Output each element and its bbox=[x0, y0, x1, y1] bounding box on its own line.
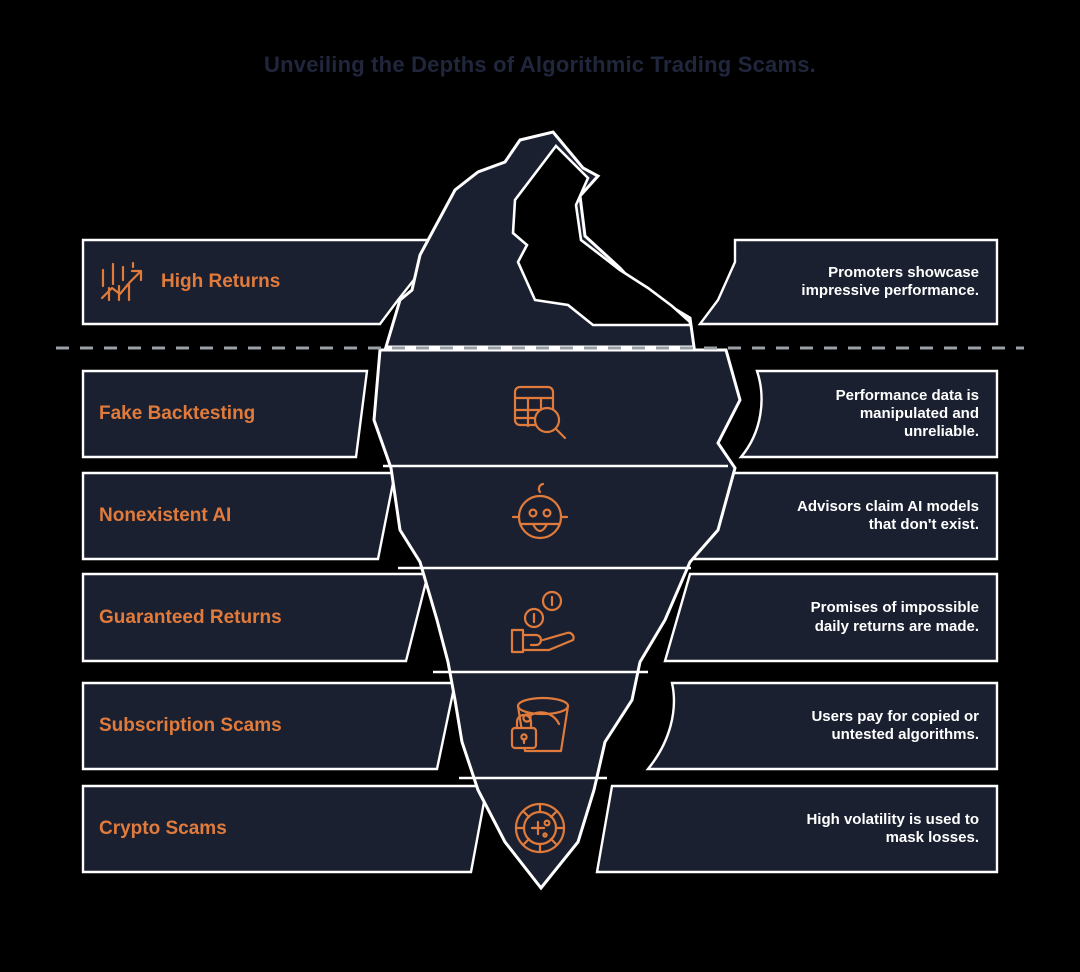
left-panel-shape-4 bbox=[81, 572, 430, 663]
label-text: Nonexistent AI bbox=[99, 505, 232, 527]
left-panel-shape-5 bbox=[81, 681, 457, 771]
left-panel-shape-3 bbox=[81, 471, 397, 561]
description-panel-6[interactable]: High volatility is used to mask losses. bbox=[785, 786, 997, 872]
description-panel-1[interactable]: Promoters showcase impressive performanc… bbox=[795, 240, 997, 324]
label-panel-6[interactable]: Crypto Scams bbox=[83, 786, 383, 872]
description-panel-4[interactable]: Promises of impossible daily returns are… bbox=[775, 574, 997, 661]
left-panel-shape-6 bbox=[81, 784, 489, 874]
right-panel-shape-4 bbox=[663, 572, 999, 663]
description-text: High volatility is used to mask losses. bbox=[806, 810, 979, 846]
label-text: Subscription Scams bbox=[99, 715, 282, 737]
label-panel-5[interactable]: Subscription Scams bbox=[83, 683, 298, 769]
description-text: Promises of impossible daily returns are… bbox=[810, 599, 979, 635]
description-text: Advisors claim AI models that don't exis… bbox=[796, 497, 979, 533]
locked-bucket-icon bbox=[510, 696, 570, 753]
label-panel-2[interactable]: Fake Backtesting bbox=[83, 371, 363, 457]
description-text: Promoters showcase impressive performanc… bbox=[801, 263, 979, 299]
hand-coins-icon bbox=[510, 590, 575, 654]
left-panel-shape-2 bbox=[81, 369, 369, 459]
right-panel-shape-6 bbox=[595, 784, 999, 874]
robot-head-icon bbox=[511, 482, 569, 540]
label-panel-4[interactable]: Guaranteed Returns bbox=[83, 574, 298, 661]
label-panel-3[interactable]: Nonexistent AI bbox=[83, 473, 383, 559]
iceberg-body-shape bbox=[372, 348, 742, 891]
page-title: Unveiling the Depths of Algorithmic Trad… bbox=[264, 52, 816, 77]
description-panel-5[interactable]: Users pay for copied or untested algorit… bbox=[780, 683, 997, 769]
table-search-icon bbox=[513, 385, 567, 440]
description-panel-2[interactable]: Performance data is manipulated and unre… bbox=[795, 371, 997, 457]
crypto-coin-icon bbox=[514, 802, 566, 854]
description-text: Performance data is manipulated and unre… bbox=[835, 386, 979, 441]
right-panel-shape-5 bbox=[645, 681, 999, 771]
label-text: Crypto Scams bbox=[99, 818, 227, 840]
right-panel-shape-1 bbox=[697, 238, 999, 326]
stock-chart-growth-icon bbox=[99, 258, 147, 306]
label-text: Fake Backtesting bbox=[99, 403, 256, 425]
description-panel-3[interactable]: Advisors claim AI models that don't exis… bbox=[780, 473, 997, 559]
label-text: High Returns bbox=[161, 271, 281, 293]
iceberg-tip-dark-facet bbox=[511, 144, 692, 327]
label-text: Guaranteed Returns bbox=[99, 606, 282, 628]
description-text: Users pay for copied or untested algorit… bbox=[811, 707, 979, 743]
right-panel-shape-2 bbox=[738, 369, 999, 459]
label-panel-1[interactable]: High Returns bbox=[83, 240, 413, 324]
